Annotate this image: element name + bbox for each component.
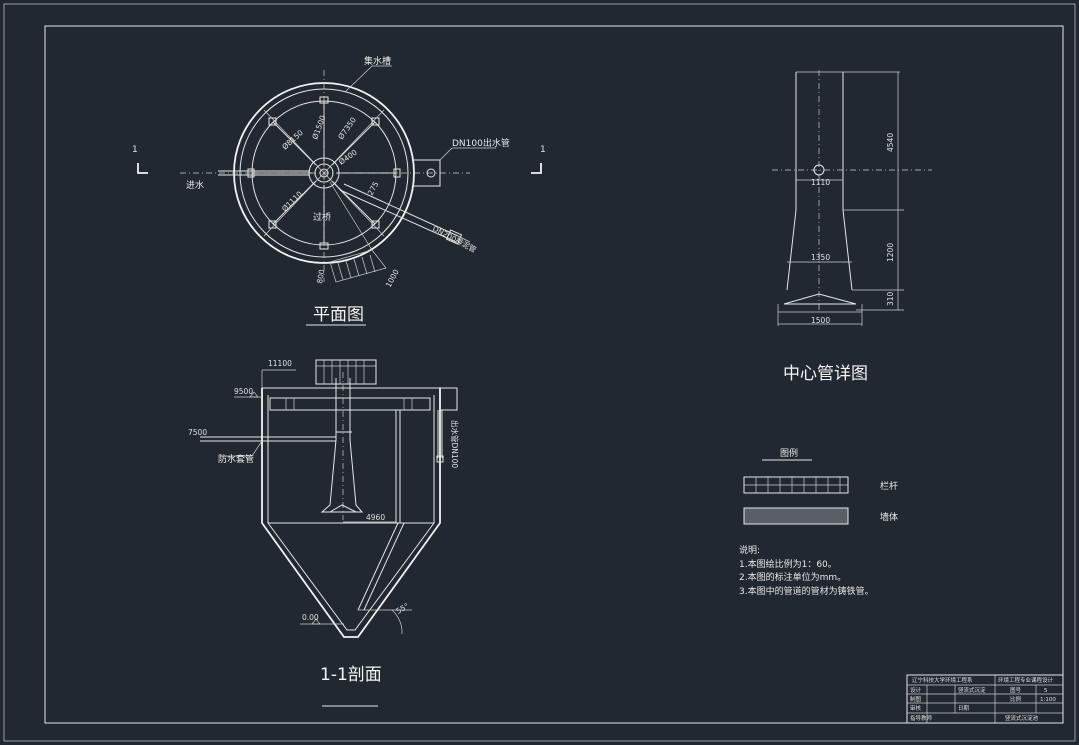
- plan-section-mark-left: 1: [132, 145, 138, 155]
- notes-heading: 说明:: [739, 544, 760, 556]
- notes-line-3: 3.本图中的管道的管材为铸铁管。: [739, 585, 874, 597]
- tb-no: 5: [1044, 688, 1048, 694]
- elev-bottom: 0.00: [302, 613, 319, 622]
- notes-line-1: 1.本图绘比例为1：60。: [739, 558, 837, 570]
- dim-d5: Ø1110: [280, 189, 304, 213]
- title-block: [906, 674, 1064, 724]
- center-pipe-detail: [772, 70, 932, 326]
- plan-section-mark-right: 1: [540, 145, 546, 155]
- dim-800: 800: [315, 268, 326, 284]
- label-grating: 过桥: [313, 211, 331, 223]
- inner-frame: [44, 25, 1064, 724]
- legend: [743, 459, 849, 525]
- legend-item-2: 墙体: [880, 511, 898, 523]
- label-drain-pipe: 防水套管: [218, 453, 254, 465]
- dim-4960: 4960: [366, 513, 385, 522]
- elev-9500: 9500: [234, 387, 253, 396]
- dim-310: 310: [886, 291, 895, 306]
- tb-scale: 1:100: [1040, 697, 1056, 703]
- tb-teacher: 指导教师: [910, 714, 933, 722]
- tb-date: 日期: [958, 705, 970, 712]
- plan-view: [137, 65, 542, 326]
- label-outlet-right: 出水管DN100: [450, 420, 460, 468]
- center-pipe-title: 中心管详图: [783, 364, 868, 384]
- dim-4540: 4540: [886, 133, 895, 152]
- tb-school: 辽宁科技大学环境工程系: [912, 676, 973, 684]
- tb-project: 环境工程专业课程设计: [998, 676, 1054, 684]
- angle-55: 55°: [395, 601, 411, 616]
- tb-checked: 审核: [910, 704, 922, 712]
- section-view: [200, 359, 458, 707]
- outer-frame: [3, 3, 1076, 742]
- label-collect-trough: 集水槽: [364, 55, 391, 67]
- dim-1110: 1110: [811, 178, 830, 187]
- dim-small: 275: [366, 180, 381, 197]
- dim-1200: 1200: [886, 243, 895, 262]
- tb-drawn: 制图: [910, 695, 922, 703]
- section-title: 1-1剖面: [320, 665, 382, 685]
- dim-d4: Ø400: [337, 148, 359, 167]
- tb-no-label: 图号: [1010, 686, 1022, 694]
- dim-1350: 1350: [811, 253, 830, 262]
- label-inlet: 进水: [186, 179, 204, 191]
- notes-line-2: 2.本图的标注单位为mm。: [739, 571, 846, 583]
- tb-drawing-name: 竖流式沉淀: [958, 686, 986, 694]
- label-outlet-pipe: DN100出水管: [452, 137, 510, 149]
- legend-item-1: 栏杆: [880, 480, 898, 492]
- dim-1500: 1500: [811, 316, 830, 325]
- tb-bottom-right: 竖流式沉淀池: [1005, 714, 1039, 722]
- label-sludge-pipe: DN200排泥管: [431, 223, 479, 255]
- dim-1000: 1000: [384, 268, 401, 289]
- plan-title: 平面图: [313, 305, 364, 325]
- elev-top: 11100: [268, 359, 292, 368]
- dim-d3: Ø7350: [336, 115, 358, 141]
- tb-scale-label: 比例: [1010, 695, 1022, 703]
- legend-title: 图例: [780, 447, 798, 459]
- elev-7500: 7500: [188, 428, 207, 437]
- tb-designed: 设计: [910, 686, 922, 694]
- dim-d2: Ø1500: [310, 114, 327, 141]
